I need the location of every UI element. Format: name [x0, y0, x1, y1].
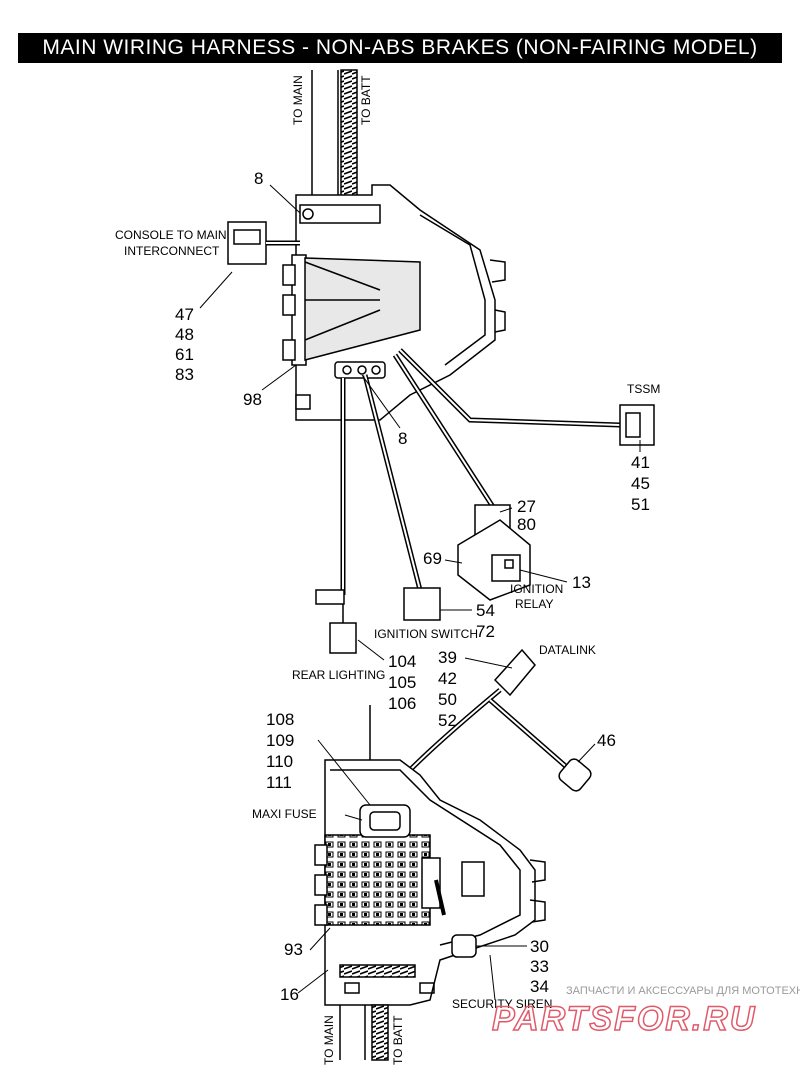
- datalink-label: DATALINK: [539, 643, 596, 657]
- console-label-line2: INTERCONNECT: [124, 244, 220, 258]
- to-batt-label-top: TO BATT: [359, 75, 373, 125]
- maxi-fuse: [359, 804, 411, 838]
- security-siren-label: SECURITY SIREN: [452, 997, 552, 1011]
- console-label-line1: CONSOLE TO MAIN: [115, 228, 227, 242]
- rear-ref-106: 106: [388, 694, 416, 713]
- datalink-ref-39: 39: [438, 648, 457, 667]
- ignition-relay-label-line2: RELAY: [515, 597, 553, 611]
- datalink-ref-52: 52: [438, 711, 457, 730]
- siren-ref-30: 30: [530, 937, 549, 956]
- tssm-ref-45: 45: [631, 474, 650, 493]
- ref-8-bottom: 8: [398, 429, 407, 448]
- ignition-relay: [457, 519, 531, 601]
- ref-98: 98: [243, 390, 262, 409]
- rear-ref-105: 105: [388, 673, 416, 692]
- tssm-ref-41: 41: [631, 453, 650, 472]
- ignition-switch-connector: [403, 587, 441, 621]
- rear-lighting-connector: [329, 622, 357, 654]
- datalink-ref-50: 50: [438, 690, 457, 709]
- tssm-ref-51: 51: [631, 495, 650, 514]
- tssm-connector: [619, 404, 655, 446]
- fuse-ref-109: 109: [266, 731, 294, 750]
- ref-72: 72: [476, 622, 495, 641]
- ref-13: 13: [572, 573, 591, 592]
- datalink-ref-42: 42: [438, 669, 457, 688]
- ref-27: 27: [517, 497, 536, 516]
- fuse-ref-108: 108: [266, 710, 294, 729]
- to-main-label-top: TO MAIN: [291, 75, 305, 125]
- datalink-connector: [493, 648, 536, 697]
- console-ref-61: 61: [175, 345, 194, 364]
- fuse-ref-110: 110: [266, 752, 293, 771]
- watermark-brand: PARTSFOR.RU: [492, 1000, 756, 1038]
- siren-ref-34: 34: [530, 977, 549, 996]
- fuse-block: [324, 834, 431, 926]
- ref-16: 16: [280, 985, 299, 1004]
- console-ref-47: 47: [175, 305, 194, 324]
- maxi-fuse-label: MAXI FUSE: [252, 807, 317, 821]
- connector-46: [558, 758, 592, 792]
- console-ref-83: 83: [175, 365, 194, 384]
- fuse-ref-111: 111: [266, 773, 292, 792]
- upper-harness-assembly: [227, 69, 655, 654]
- watermark-tagline: ЗАПЧАСТИ И АКСЕССУАРЫ ДЛЯ МОТОТЕХНИКИ: [566, 985, 800, 997]
- ref-93: 93: [284, 940, 303, 959]
- to-main-label-bottom: TO MAIN: [322, 1015, 336, 1065]
- upper-leader-lines: [199, 184, 641, 661]
- tssm-label: TSSM: [627, 382, 660, 396]
- ref-46: 46: [597, 731, 616, 750]
- rear-ref-104: 104: [388, 652, 416, 671]
- ref-69: 69: [423, 549, 442, 568]
- ref-54: 54: [476, 601, 495, 620]
- ref-8-top: 8: [254, 169, 263, 188]
- siren-connector: [451, 934, 477, 958]
- to-batt-label-bottom: TO BATT: [391, 1015, 405, 1065]
- ignition-switch-label: IGNITION SWITCH: [374, 627, 478, 641]
- console-ref-48: 48: [175, 325, 194, 344]
- rear-lighting-label: REAR LIGHTING: [292, 668, 385, 682]
- lower-leader-lines: [297, 657, 596, 1001]
- ref-80: 80: [517, 515, 536, 534]
- siren-ref-33: 33: [530, 957, 549, 976]
- ignition-relay-label-line1: IGNITION: [510, 582, 563, 596]
- diagram-title: MAIN WIRING HARNESS - NON-ABS BRAKES (NO…: [18, 33, 782, 63]
- lower-harness-assembly: [314, 648, 592, 1061]
